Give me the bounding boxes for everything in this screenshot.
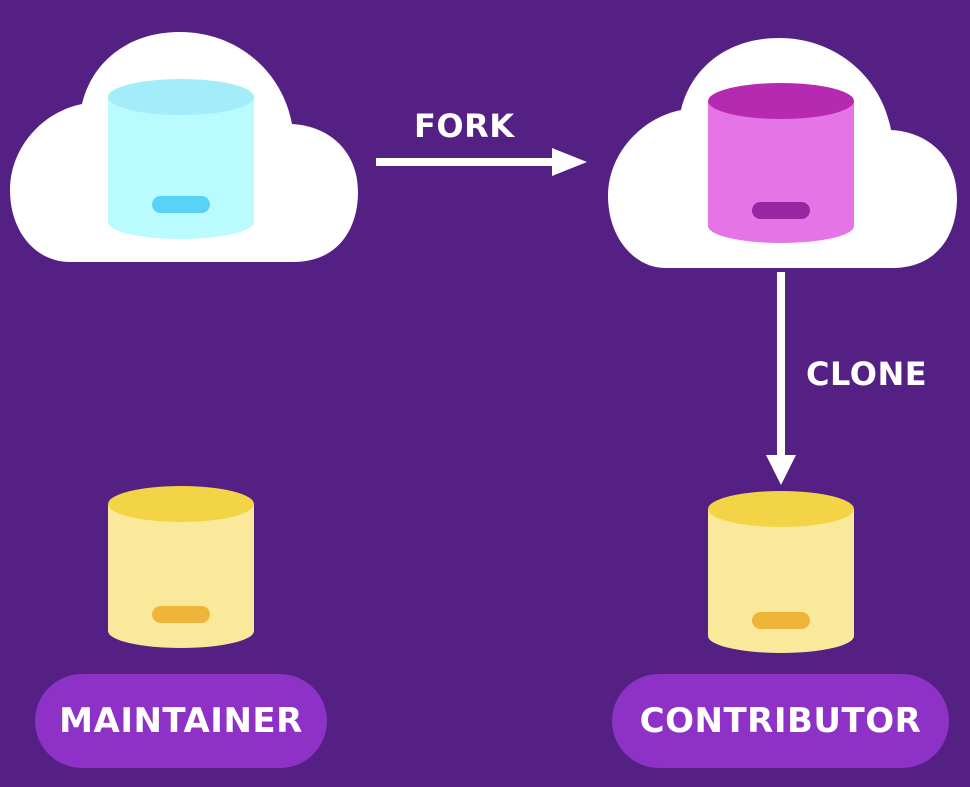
fork-cloud [608,38,957,268]
database-icon [708,491,854,653]
clone-arrow-head [766,455,796,485]
fork-arrow-shaft [376,158,556,166]
repo-body [108,97,254,239]
repo-top [708,491,854,527]
repo-body [108,504,254,648]
database-icon [108,79,254,239]
repo-body [708,101,854,243]
maintainer-repo [108,486,254,648]
contributor-pill: CONTRIBUTOR [612,674,949,768]
contributor-label: CONTRIBUTOR [639,701,922,741]
clone-arrow [766,272,796,485]
clone-label: CLONE [806,355,928,393]
clone-arrow-shaft [777,272,785,458]
fork-label: FORK [414,107,515,145]
repo-slot [752,612,810,629]
fork-arrow-head [552,148,587,176]
database-icon [108,486,254,648]
repo-slot [752,202,810,219]
repo-slot [152,606,210,623]
repo-top [708,83,854,119]
repo-body [708,509,854,653]
maintainer-label: MAINTAINER [59,701,303,741]
repo-slot [152,196,210,213]
repo-top [108,486,254,522]
maintainer-pill: MAINTAINER [35,674,327,768]
upstream-cloud [10,32,358,262]
database-icon [708,83,854,243]
fork-arrow [376,148,587,176]
repo-top [108,79,254,115]
contributor-repo [708,491,854,653]
